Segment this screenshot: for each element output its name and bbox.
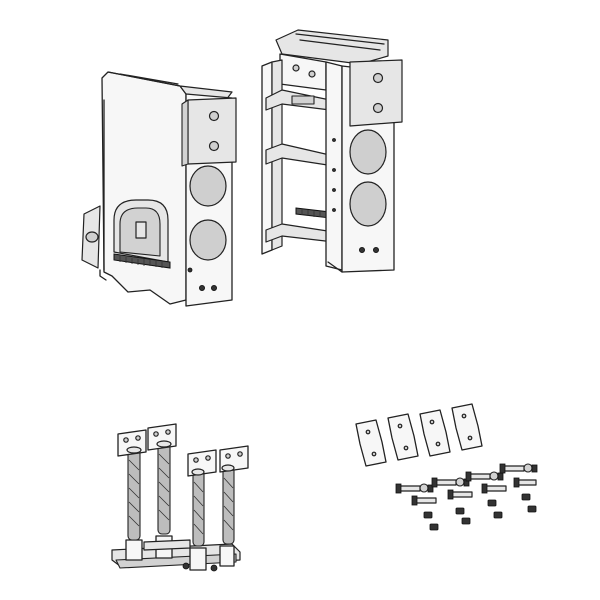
left-frame-inner-bracket — [135, 221, 147, 239]
left-frame-bolt — [198, 284, 205, 291]
left-frame-bolt — [210, 284, 217, 291]
right-frame-bolt — [358, 246, 365, 253]
right-top-block-hole — [292, 64, 300, 72]
hex-nut — [429, 523, 439, 531]
right-top-block-hole — [308, 70, 316, 78]
bracket-plate — [419, 409, 451, 457]
left-frame-clamp-block — [187, 97, 237, 165]
right-frame-part — [261, 29, 403, 273]
isolator-cable — [222, 465, 235, 545]
right-frame-shelf-slot — [291, 95, 315, 105]
bracket-plate — [451, 403, 483, 451]
bracket-plate — [355, 419, 387, 467]
right-frame-middle-column — [325, 61, 343, 271]
wire-rope-isolator-set — [111, 423, 249, 572]
hex-bolt — [499, 463, 538, 474]
left-frame-tab-hole — [85, 231, 99, 243]
right-frame-clamp-block — [349, 59, 403, 127]
isolator-cable — [127, 447, 141, 541]
isolator-base-block — [219, 545, 235, 567]
hex-bolt — [465, 471, 504, 482]
right-frame-large-hole-upper — [349, 129, 387, 175]
hex-nut — [521, 493, 531, 501]
left-frame-part — [81, 71, 237, 307]
hex-nut — [455, 507, 465, 515]
right-frame-bolt — [372, 246, 379, 253]
isolator-base-bolt — [182, 562, 190, 570]
isolator-cable — [192, 469, 205, 547]
hex-nut — [461, 517, 471, 525]
hex-nut — [487, 499, 497, 507]
left-frame-bolt — [187, 267, 193, 273]
isolator-base-block — [125, 539, 143, 561]
right-frame-top-block — [279, 53, 327, 91]
left-frame-large-hole-upper — [189, 165, 227, 207]
bracket-plate — [387, 413, 419, 461]
hex-bolt — [513, 477, 537, 488]
hex-nut — [423, 511, 433, 519]
left-frame-main-panel — [101, 71, 187, 305]
bracket-plate-hardware-kit — [355, 403, 538, 531]
left-frame-large-hole-lower — [189, 219, 227, 261]
hex-bolt — [431, 477, 470, 488]
hex-nut — [493, 511, 503, 519]
isolator-base-bolt — [210, 564, 218, 572]
isolator-cable — [157, 441, 171, 535]
hex-bolt — [481, 483, 507, 494]
left-clamp-bolt-hole-top — [208, 110, 220, 122]
right-frame-grate — [295, 207, 331, 219]
isolator-base-block — [189, 547, 207, 571]
right-clamp-bolt-hole-top — [372, 72, 384, 84]
left-frame-top-lip — [107, 71, 233, 101]
hex-bolt — [447, 489, 473, 500]
right-frame-large-hole-lower — [349, 181, 387, 227]
hex-nut — [527, 505, 537, 513]
left-clamp-bolt-hole-bottom — [208, 140, 220, 152]
hex-bolt — [411, 495, 437, 506]
right-clamp-bolt-hole-bottom — [372, 102, 384, 114]
hex-bolt — [395, 483, 434, 494]
